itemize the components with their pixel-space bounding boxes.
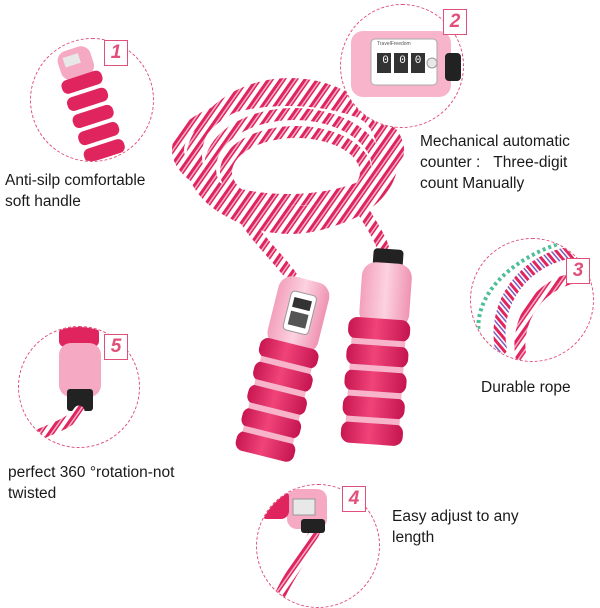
left-handle xyxy=(235,276,330,462)
counter-icon xyxy=(351,31,461,97)
feature-5-line-1: perfect 360 °rotation-not xyxy=(8,464,175,481)
right-handle xyxy=(340,248,412,446)
badge-4: 4 xyxy=(342,486,366,512)
feature-1-line-2: soft handle xyxy=(5,193,81,210)
feature-1-label: Anti-silp comfortable soft handle xyxy=(5,170,145,212)
feature-1-line-1: Anti-silp comfortable xyxy=(5,172,146,189)
callout-3-rope xyxy=(470,238,594,362)
feature-5-label: perfect 360 °rotation-not twisted xyxy=(8,462,174,504)
feature-2-line-1: Mechanical automatic xyxy=(420,133,570,150)
feature-3-line-1: Durable rope xyxy=(481,379,571,396)
feature-2-line-2: counter : Three-digit xyxy=(420,154,568,171)
feature-5-line-2: twisted xyxy=(8,485,57,502)
counter-brand: TravelFreedom xyxy=(377,41,411,47)
badge-5: 5 xyxy=(104,334,128,360)
callout-1-soft-handle xyxy=(30,38,154,162)
foam-handle-icon xyxy=(57,46,125,161)
feature-4-line-1: Easy adjust to any xyxy=(392,508,519,525)
badge-3: 3 xyxy=(566,258,590,284)
counter-digit-1: 0 xyxy=(382,55,389,67)
badge-1: 1 xyxy=(104,40,128,66)
feature-3-label: Durable rope xyxy=(481,377,571,398)
feature-2-line-3: count Manually xyxy=(420,175,525,192)
feature-2-label: Mechanical automatic counter : Three-dig… xyxy=(420,131,570,194)
counter-digit-3: 0 xyxy=(414,55,422,67)
feature-4-line-2: length xyxy=(392,529,435,546)
feature-4-label: Easy adjust to any length xyxy=(392,506,519,548)
badge-2: 2 xyxy=(443,9,467,35)
counter-digit-2: 0 xyxy=(399,55,406,67)
